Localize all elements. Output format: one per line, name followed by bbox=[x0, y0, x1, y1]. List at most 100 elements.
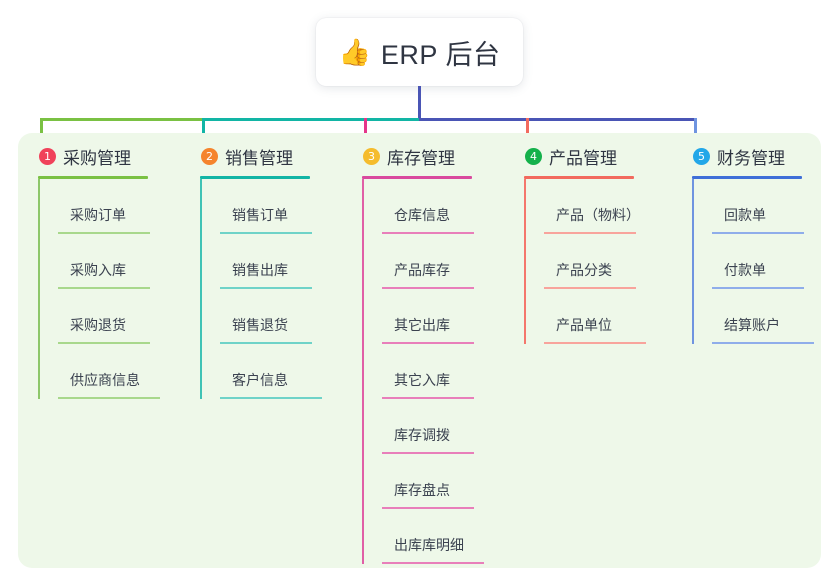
column-items-4: 产品（物料） 产品分类产品单位 bbox=[524, 179, 646, 344]
tree-item[interactable]: 其它入库 bbox=[382, 344, 474, 399]
tree-item[interactable]: 回款单 bbox=[712, 179, 804, 234]
tree-item-underline bbox=[58, 232, 150, 234]
tree-item[interactable]: 产品单位 bbox=[544, 289, 646, 344]
column-header-5[interactable]: 5 财务管理 bbox=[692, 143, 802, 169]
tree-item-underline bbox=[58, 397, 160, 399]
tree-item-underline bbox=[382, 507, 474, 509]
tree-item[interactable]: 销售退货 bbox=[220, 289, 312, 344]
tree-item-underline bbox=[712, 232, 804, 234]
tree-item-label: 库存调拨 bbox=[394, 427, 450, 443]
trunk-segment-right bbox=[419, 118, 697, 121]
column-header-underline-4 bbox=[524, 176, 634, 179]
diagram-panel bbox=[18, 133, 821, 568]
tree-item-label: 仓库信息 bbox=[394, 207, 450, 223]
tree-item-underline bbox=[544, 232, 636, 234]
tree-item[interactable]: 产品分类 bbox=[544, 234, 636, 289]
tree-item-underline bbox=[544, 342, 646, 344]
column-spine-line-2 bbox=[200, 179, 202, 399]
column-header-underline-1 bbox=[38, 176, 148, 179]
tree-item-underline bbox=[220, 232, 312, 234]
column-title-2: 销售管理 bbox=[225, 148, 293, 168]
tree-item-underline bbox=[220, 342, 312, 344]
column-items-3: 仓库信息产品库存其它出库其它入库库存调拨库存盘点出库库明细 bbox=[362, 179, 484, 564]
tree-item-underline bbox=[220, 397, 322, 399]
root-node-title: ERP 后台 bbox=[380, 39, 501, 70]
tree-item-underline bbox=[382, 287, 474, 289]
tree-item-label: 客户信息 bbox=[232, 372, 288, 388]
tree-item[interactable]: 产品（物料） bbox=[544, 179, 640, 234]
tree-item-underline bbox=[544, 287, 636, 289]
column-items-2: 销售订单销售出库销售退货客户信息 bbox=[200, 179, 322, 399]
tree-item[interactable]: 其它出库 bbox=[382, 289, 474, 344]
trunk-segment-middle bbox=[202, 118, 419, 121]
column-title-4: 产品管理 bbox=[549, 148, 617, 168]
tree-item-label: 库存盘点 bbox=[394, 482, 450, 498]
column-title-3: 库存管理 bbox=[387, 148, 455, 168]
column-header-2[interactable]: 2 销售管理 bbox=[200, 143, 310, 169]
tree-item-label: 供应商信息 bbox=[70, 372, 140, 388]
tree-item[interactable]: 采购退货 bbox=[58, 289, 150, 344]
column-drop-line-5 bbox=[694, 118, 697, 143]
tree-item-underline bbox=[382, 397, 474, 399]
tree-item[interactable]: 出库库明细 bbox=[382, 509, 484, 564]
column-header-underline-3 bbox=[362, 176, 472, 179]
tree-item-label: 其它入库 bbox=[394, 372, 450, 388]
tree-item[interactable]: 销售订单 bbox=[220, 179, 312, 234]
tree-item-underline bbox=[382, 452, 474, 454]
tree-item-label: 产品（物料） bbox=[556, 207, 640, 223]
tree-item[interactable]: 付款单 bbox=[712, 234, 804, 289]
tree-item-label: 结算账户 bbox=[724, 317, 780, 333]
tree-item[interactable]: 客户信息 bbox=[220, 344, 322, 399]
column-drop-line-3 bbox=[364, 118, 367, 143]
tree-item-underline bbox=[382, 342, 474, 344]
column-badge-icon-3: 3 bbox=[363, 147, 380, 165]
tree-item-label: 产品库存 bbox=[394, 262, 450, 278]
tree-item[interactable]: 库存调拨 bbox=[382, 399, 474, 454]
tree-item[interactable]: 产品库存 bbox=[382, 234, 474, 289]
tree-item-label: 采购入库 bbox=[70, 262, 126, 278]
tree-item-label: 其它出库 bbox=[394, 317, 450, 333]
tree-item-label: 销售订单 bbox=[232, 207, 288, 223]
tree-item[interactable]: 采购订单 bbox=[58, 179, 150, 234]
column-3: 3 库存管理仓库信息产品库存其它出库其它入库库存调拨库存盘点出库库明细 bbox=[362, 143, 484, 564]
tree-item-label: 销售退货 bbox=[232, 317, 288, 333]
tree-item-label: 产品单位 bbox=[556, 317, 612, 333]
tree-item-underline bbox=[712, 287, 804, 289]
tree-item[interactable]: 结算账户 bbox=[712, 289, 814, 344]
tree-item-underline bbox=[382, 562, 484, 564]
column-badge-icon-5: 5 bbox=[693, 147, 710, 165]
column-badge-icon-2: 2 bbox=[201, 147, 218, 165]
column-header-underline-5 bbox=[692, 176, 802, 179]
tree-item[interactable]: 库存盘点 bbox=[382, 454, 474, 509]
tree-item-label: 出库库明细 bbox=[394, 537, 464, 553]
column-2: 2 销售管理销售订单销售出库销售退货客户信息 bbox=[200, 143, 322, 399]
column-spine-line-4 bbox=[524, 179, 526, 344]
root-node-card[interactable]: 👍 ERP 后台 bbox=[316, 18, 523, 86]
tree-item-underline bbox=[58, 342, 150, 344]
column-items-5: 回款单付款单结算账户 bbox=[692, 179, 814, 344]
column-5: 5 财务管理回款单付款单结算账户 bbox=[692, 143, 814, 344]
tree-item[interactable]: 销售出库 bbox=[220, 234, 312, 289]
tree-item[interactable]: 采购入库 bbox=[58, 234, 150, 289]
trunk-segment-left bbox=[40, 118, 202, 121]
column-header-underline-2 bbox=[200, 176, 310, 179]
tree-item-underline bbox=[382, 232, 474, 234]
thumbs-up-icon: 👍 bbox=[338, 37, 371, 67]
column-spine-line-1 bbox=[38, 179, 40, 399]
root-stem-line bbox=[418, 86, 421, 121]
column-spine-line-5 bbox=[692, 179, 694, 344]
tree-item-underline bbox=[712, 342, 814, 344]
column-title-1: 采购管理 bbox=[63, 148, 131, 168]
tree-item-label: 付款单 bbox=[724, 262, 766, 278]
tree-item-label: 采购退货 bbox=[70, 317, 126, 333]
column-title-5: 财务管理 bbox=[717, 148, 785, 168]
tree-item[interactable]: 仓库信息 bbox=[382, 179, 474, 234]
column-header-3[interactable]: 3 库存管理 bbox=[362, 143, 472, 169]
tree-item-underline bbox=[220, 287, 312, 289]
tree-item[interactable]: 供应商信息 bbox=[58, 344, 160, 399]
tree-item-label: 产品分类 bbox=[556, 262, 612, 278]
column-drop-line-1 bbox=[40, 118, 43, 143]
